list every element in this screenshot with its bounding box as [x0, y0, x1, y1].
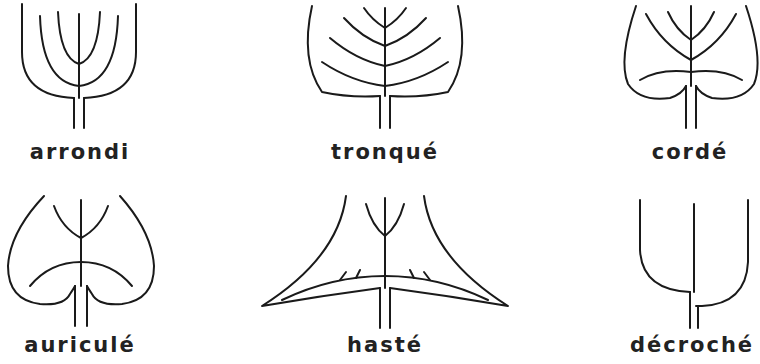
- leaf-haste: [262, 196, 508, 328]
- leaf-corde: [624, 6, 757, 128]
- shape-label: décroché: [630, 333, 754, 358]
- leaf-arrondi: [22, 4, 136, 128]
- leaf-auricule: [8, 196, 154, 326]
- leaf-tronque: [308, 6, 462, 128]
- shape-label: auriculé: [24, 333, 136, 358]
- shape-label: cordé: [652, 140, 729, 165]
- shape-label: tronqué: [331, 140, 439, 165]
- shape-label: hasté: [347, 333, 423, 358]
- shape-label: arrondi: [30, 140, 131, 165]
- leaf-decroche: [640, 200, 748, 328]
